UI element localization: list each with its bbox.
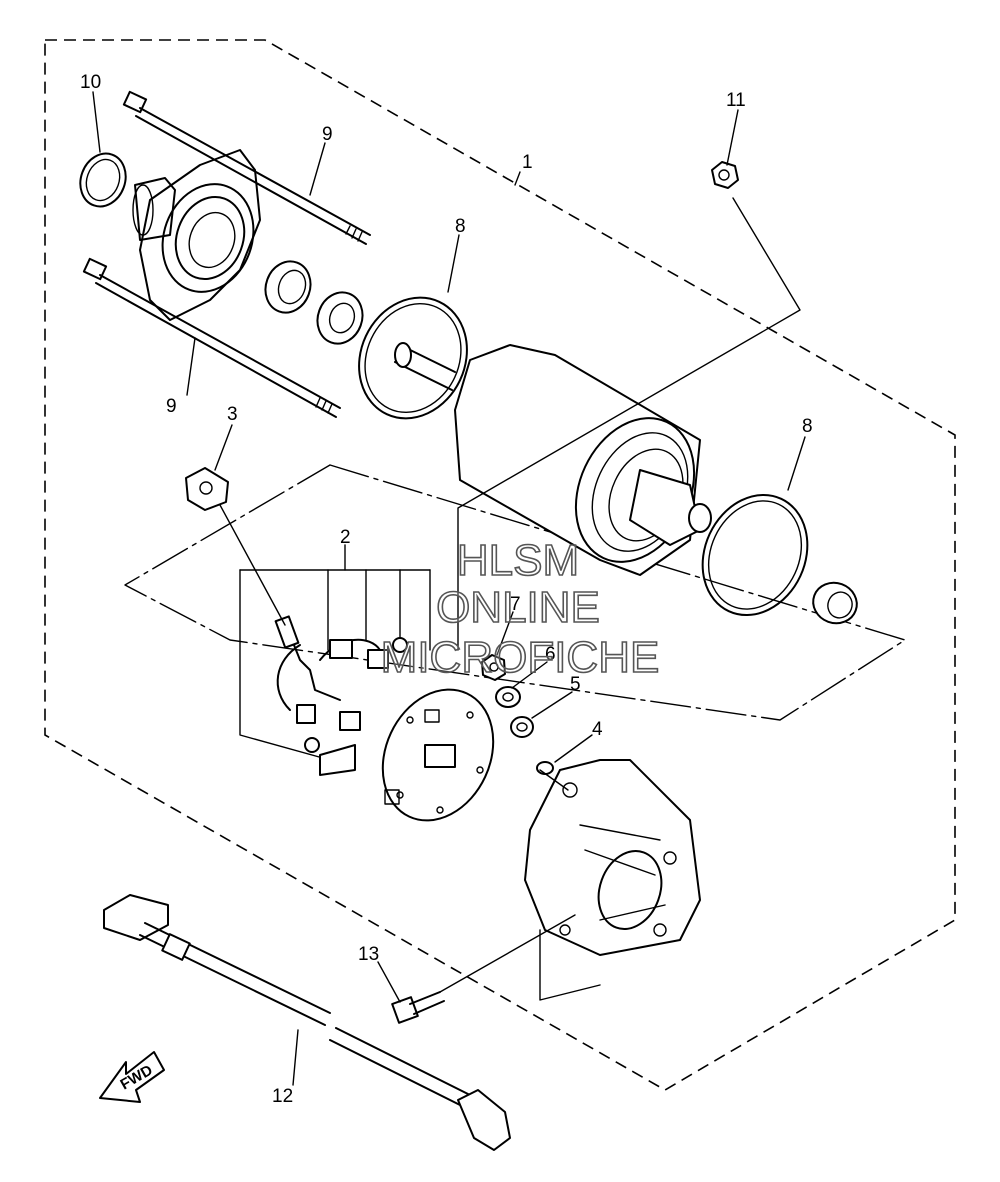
alignment-plane: [124, 464, 906, 721]
watermark-line-2: ONLINE: [436, 583, 600, 632]
callout-6: 6: [545, 644, 556, 665]
callout-9-upper: 9: [322, 124, 333, 145]
nut-part-7: [481, 654, 506, 681]
o-ring-part-4: [536, 761, 554, 775]
bearing: [264, 260, 312, 314]
watermark-line-1: HLSM: [457, 536, 579, 585]
callout-3: 3: [227, 404, 238, 425]
callout-5: 5: [570, 674, 581, 695]
oil-seal: [316, 291, 364, 345]
callout-4: 4: [592, 719, 603, 740]
rear-bearing: [812, 581, 858, 625]
armature-yoke: [394, 342, 712, 576]
rear-cover: [524, 759, 701, 1001]
through-bolt-upper: [122, 90, 371, 245]
o-ring-part-10: [79, 152, 127, 208]
through-bolt-lower: [82, 257, 341, 418]
callout-9-lower: 9: [166, 396, 177, 417]
washer-part-5: [510, 716, 534, 738]
front-cover: [132, 149, 261, 321]
watermark: HLSM ONLINE MICROFICHE: [380, 535, 660, 683]
washer-part-6: [495, 686, 521, 708]
callout-8-front: 8: [455, 216, 466, 237]
terminal-clip-part-3: [185, 467, 229, 511]
callout-10: 10: [80, 72, 101, 93]
callout-8-rear: 8: [802, 416, 813, 437]
nut-part-11: [711, 161, 739, 189]
callout-2: 2: [340, 527, 351, 548]
assembly-boundary: [44, 39, 956, 1091]
callout-11: 11: [726, 90, 746, 111]
o-ring-part-8-rear: [701, 493, 809, 617]
o-ring-part-8-front: [358, 296, 468, 420]
leader-lines: [92, 91, 806, 1086]
callout-7: 7: [510, 594, 521, 615]
callout-13: 13: [358, 944, 379, 965]
starter-cable-part-12: [103, 894, 511, 1151]
bolt-part-13: [391, 914, 576, 1024]
callout-1: 1: [522, 152, 533, 173]
watermark-line-3: MICROFICHE: [381, 633, 660, 682]
callout-12: 12: [272, 1086, 293, 1107]
forward-arrow-icon: FWD: [99, 1051, 165, 1103]
brush-holder-assembly-part-2: [239, 569, 495, 822]
